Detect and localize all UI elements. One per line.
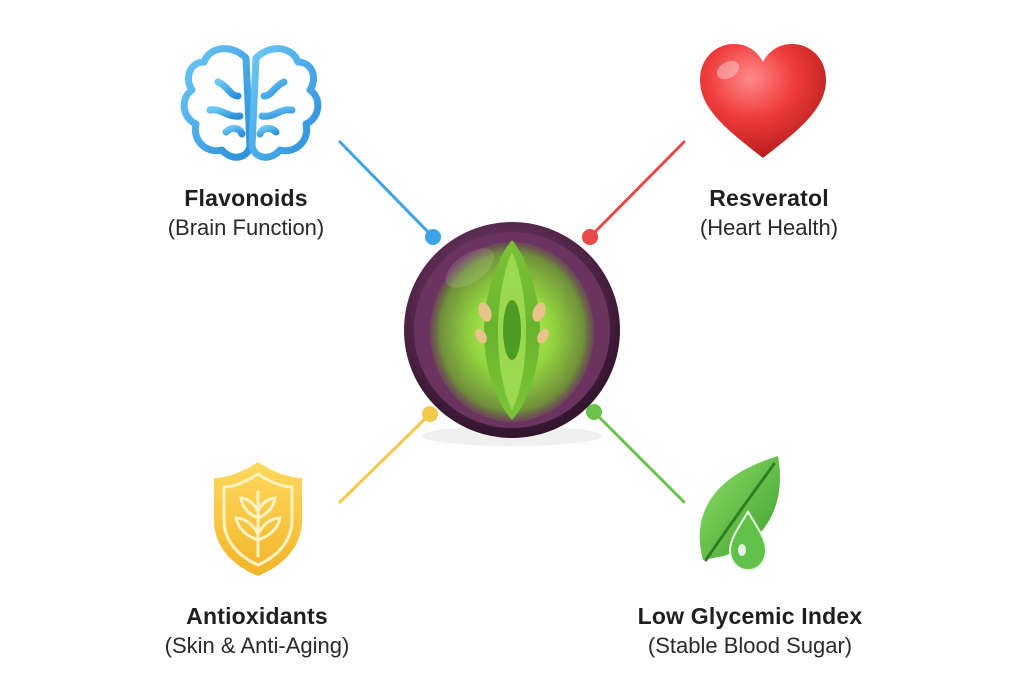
leaf-drop-icon	[699, 456, 780, 572]
connector-flavonoids	[338, 140, 441, 245]
brain-icon	[180, 45, 322, 161]
connector-antioxidants	[338, 406, 438, 504]
heart-icon	[700, 44, 826, 158]
benefit-title: Flavonoids	[184, 185, 308, 211]
benefit-subtitle: (Skin & Anti-Aging)	[164, 633, 350, 658]
benefit-resveratol: Resveratol (Heart Health)	[609, 183, 929, 243]
benefit-low-glycemic-index: Low Glycemic Index (Stable Blood Sugar)	[590, 601, 910, 661]
benefit-subtitle: (Heart Health)	[699, 215, 839, 240]
benefit-antioxidants: Antioxidants (Skin & Anti-Aging)	[97, 601, 417, 661]
benefit-subtitle: (Brain Function)	[167, 215, 325, 240]
shield-leaf-icon	[214, 462, 302, 576]
benefit-title: Low Glycemic Index	[637, 603, 863, 629]
benefit-title: Antioxidants	[186, 603, 328, 629]
connector-low-glycemic	[586, 404, 686, 504]
connector-resveratol	[582, 140, 686, 245]
benefit-title: Resveratol	[709, 185, 829, 211]
grape-cross-section-icon	[404, 222, 620, 446]
benefit-subtitle: (Stable Blood Sugar)	[647, 633, 853, 658]
benefit-flavonoids: Flavonoids (Brain Function)	[86, 183, 406, 243]
